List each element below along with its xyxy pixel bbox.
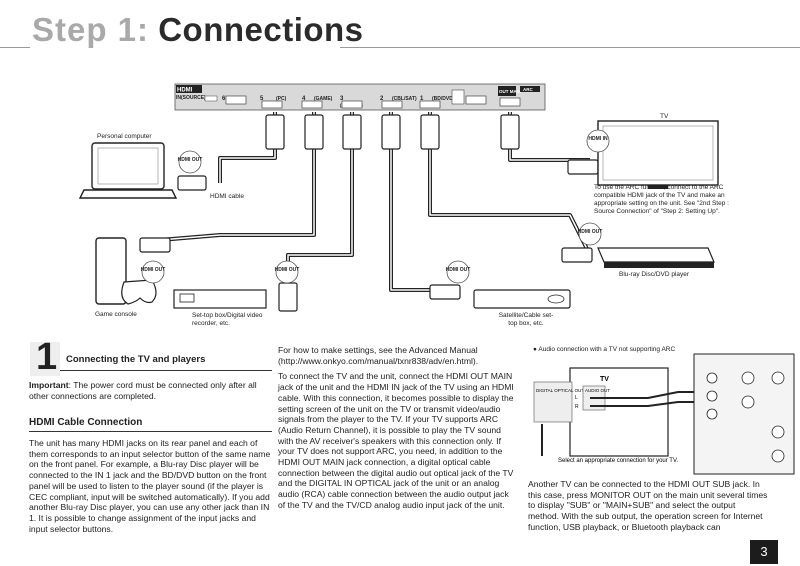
in-source-tag: IN(SOURCE) xyxy=(176,95,206,101)
laptop-illustration xyxy=(78,142,178,199)
jack-2-name: (CBL/SAT) xyxy=(392,96,417,102)
optical-label: DIGITAL OPTICAL OUT xyxy=(536,388,584,393)
step-label: Step 1: xyxy=(32,11,150,48)
tv-illustration xyxy=(597,120,719,189)
audio-tv-label: TV xyxy=(600,376,609,383)
audio-r-label: R xyxy=(575,404,579,410)
header-rule-left xyxy=(0,47,30,48)
important-text: : The power cord must be connected only … xyxy=(29,380,257,401)
tv-connection-paragraph: To connect the TV and the unit, connect … xyxy=(278,371,514,510)
bluray-label: Blu-ray Disc/DVD player xyxy=(619,271,690,278)
stb-hdmi-out: HDMI OUT xyxy=(275,267,300,273)
jack-4-name: (GAME) xyxy=(314,96,333,102)
satellite-box-illustration xyxy=(473,289,571,309)
set-top-box-illustration xyxy=(173,289,267,309)
arc-note: To use the ARC function, connect to the … xyxy=(594,184,729,215)
sat-hdmi-out: HDMI OUT xyxy=(446,267,471,273)
hdmi-plugs xyxy=(139,114,599,312)
jack-1-label: 1 xyxy=(420,96,424,102)
console-hdmi-out: HDMI OUT xyxy=(141,267,166,273)
audio-l-label: L xyxy=(575,395,578,401)
hdmi-heading: HDMI Cable Connection xyxy=(29,417,143,428)
hdmi-tag: HDMI xyxy=(177,88,193,94)
out-main-tag: OUT MAIN xyxy=(499,89,521,94)
game-console-illustration xyxy=(95,237,157,305)
jack-5-label: 5 xyxy=(260,96,264,102)
hdmi-heading-rule xyxy=(29,431,272,432)
page-number: 3 xyxy=(750,540,778,564)
important-label: Important xyxy=(29,380,69,390)
hdmi-body: The unit has many HDMI jacks on its rear… xyxy=(29,438,271,534)
audio-diagram-caption: ● Audio connection with a TV not support… xyxy=(533,346,676,353)
connection-diagram: HDMI IN(SOURCE) 6 5 (PC) 4 (GAME) 3 (STB… xyxy=(78,83,719,312)
sat-label: Satellite/Cable set-top box, etc. xyxy=(498,312,554,327)
jack-6-label: 6 xyxy=(222,96,226,102)
pc-label: Personal computer xyxy=(97,133,152,140)
title-text: Connections xyxy=(158,11,364,48)
sub-output-paragraph: Another TV can be connected to the HDMI … xyxy=(528,479,768,532)
hdmi-cables xyxy=(159,112,592,292)
jack-2-label: 2 xyxy=(380,96,384,102)
hdmi-cable-label: HDMI cable xyxy=(210,193,244,200)
jack-4-label: 4 xyxy=(302,96,306,102)
console-label: Game console xyxy=(95,311,137,318)
section-number-box xyxy=(30,342,60,376)
pc-hdmi-out: HDMI OUT xyxy=(178,157,203,163)
audio-connection-diagram: TV DIGITAL OPTICAL OUT AUDIO OUT L R Sel… xyxy=(533,353,795,475)
jack-1-name: (BD/DVD) xyxy=(432,96,455,102)
section-title: Connecting the TV and players xyxy=(66,354,206,365)
section-number: 1 xyxy=(36,336,58,378)
jack-5-name: (PC) xyxy=(276,96,287,102)
bluray-hdmi-out: HDMI OUT xyxy=(578,229,603,235)
header-rule-right xyxy=(340,47,800,48)
section-title-rule xyxy=(60,370,272,371)
tv-label: TV xyxy=(660,113,669,120)
bluray-illustration xyxy=(597,247,715,268)
stb-label: Set-top box/Digital video recorder, etc. xyxy=(192,312,263,327)
select-note: Select an appropriate connection for you… xyxy=(558,458,678,464)
important-note: Important: The power cord must be connec… xyxy=(29,380,269,401)
jack-3-label: 3 xyxy=(340,96,344,102)
audio-out-label: AUDIO OUT xyxy=(585,388,610,393)
manual-link-paragraph: For how to make settings, see the Advanc… xyxy=(278,345,479,366)
page-title: Step 1: Connections xyxy=(32,8,364,52)
receiver-panel: HDMI IN(SOURCE) 6 5 (PC) 4 (GAME) 3 (STB… xyxy=(174,83,546,111)
column-2: For how to make settings, see the Advanc… xyxy=(278,345,518,516)
tv-hdmi-in: HDMI IN xyxy=(588,136,608,142)
arc-tag: ARC xyxy=(523,87,533,92)
